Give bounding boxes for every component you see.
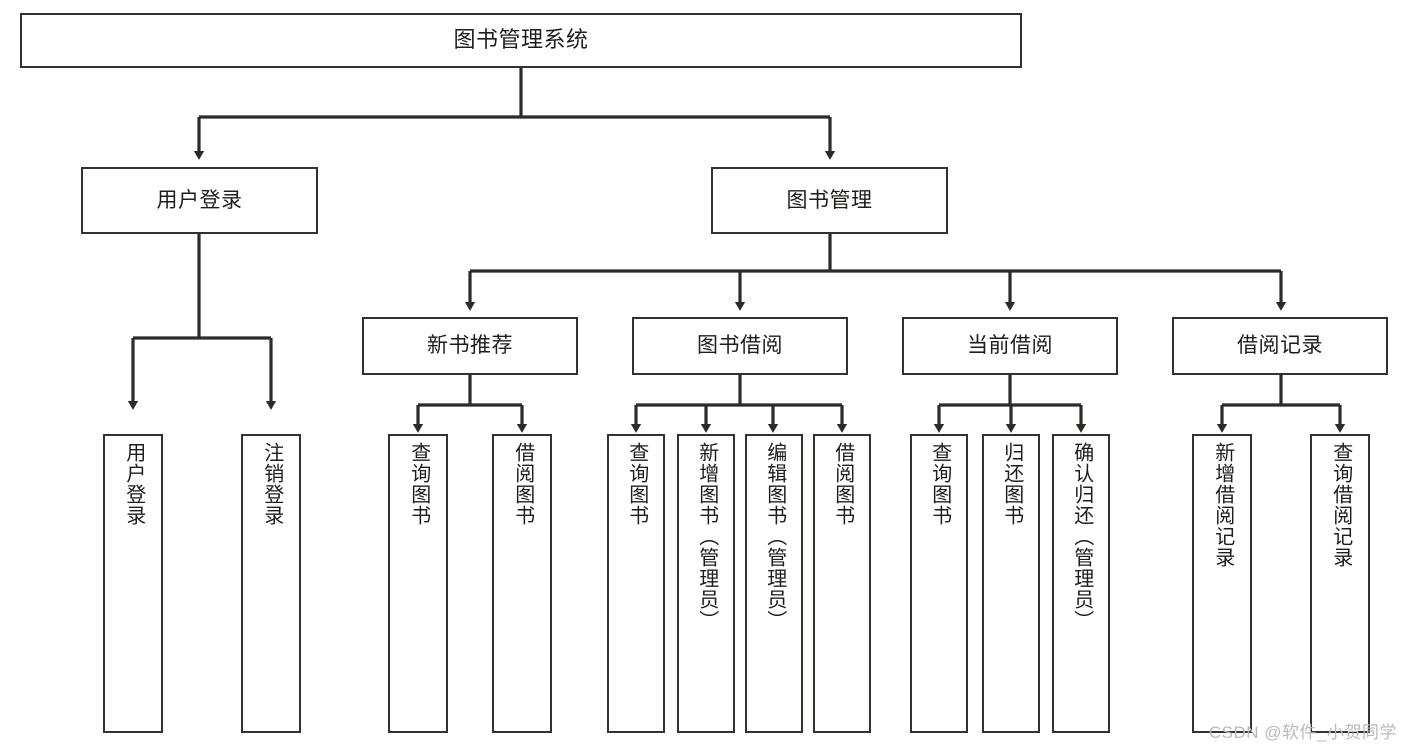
leaf-query-book-borrow[interactable]: 查询图书 (607, 434, 665, 733)
leaf-return-book-label: 归还图书 (1000, 442, 1023, 526)
leaf-add-book-admin-label: 新增图书（管理员） (695, 442, 718, 631)
node-root-book-management-system[interactable]: 图书管理系统 (20, 13, 1022, 68)
node-new-book-recommend-label: 新书推荐 (427, 334, 513, 358)
node-borrow-record-label: 借阅记录 (1237, 334, 1323, 358)
node-user-login-label: 用户登录 (156, 188, 243, 212)
leaf-logout-login[interactable]: 注销登录 (241, 434, 301, 733)
node-book-borrow-label: 图书借阅 (697, 334, 783, 358)
leaf-query-borrow-record[interactable]: 查询借阅记录 (1310, 434, 1370, 733)
leaf-query-borrow-record-label: 查询借阅记录 (1329, 442, 1352, 568)
leaf-query-book-current[interactable]: 查询图书 (910, 434, 968, 733)
leaf-add-borrow-record[interactable]: 新增借阅记录 (1192, 434, 1252, 733)
node-book-management-label: 图书管理 (786, 188, 873, 212)
node-current-borrow-label: 当前借阅 (967, 334, 1053, 358)
csdn-watermark: CSDN @软件_小贺同学 (1208, 723, 1397, 742)
leaf-logout-login-label: 注销登录 (260, 442, 283, 526)
leaf-borrow-book-borrow-label: 借阅图书 (831, 442, 854, 526)
leaf-return-book[interactable]: 归还图书 (982, 434, 1040, 733)
node-root-label: 图书管理系统 (453, 27, 589, 53)
leaf-confirm-return-admin[interactable]: 确认归还（管理员） (1052, 434, 1110, 733)
leaf-edit-book-admin-label: 编辑图书（管理员） (763, 442, 786, 631)
leaf-query-book-recommend-label: 查询图书 (407, 442, 430, 526)
leaf-edit-book-admin[interactable]: 编辑图书（管理员） (745, 434, 803, 733)
node-current-borrow[interactable]: 当前借阅 (902, 317, 1118, 375)
leaf-query-book-current-label: 查询图书 (928, 442, 951, 526)
leaf-borrow-book-borrow[interactable]: 借阅图书 (813, 434, 871, 733)
node-book-management[interactable]: 图书管理 (711, 167, 948, 234)
leaf-add-borrow-record-label: 新增借阅记录 (1211, 442, 1234, 568)
leaf-query-book-recommend[interactable]: 查询图书 (388, 434, 448, 733)
node-book-borrow[interactable]: 图书借阅 (632, 317, 848, 375)
leaf-user-login-label: 用户登录 (122, 442, 145, 526)
node-new-book-recommend[interactable]: 新书推荐 (362, 317, 578, 375)
leaf-add-book-admin[interactable]: 新增图书（管理员） (677, 434, 735, 733)
leaf-query-book-borrow-label: 查询图书 (625, 442, 648, 526)
node-borrow-record[interactable]: 借阅记录 (1172, 317, 1388, 375)
leaf-borrow-book-recommend[interactable]: 借阅图书 (492, 434, 552, 733)
leaf-user-login[interactable]: 用户登录 (103, 434, 163, 733)
leaf-borrow-book-recommend-label: 借阅图书 (511, 442, 534, 526)
node-user-login[interactable]: 用户登录 (81, 167, 318, 234)
leaf-confirm-return-admin-label: 确认归还（管理员） (1070, 442, 1093, 631)
